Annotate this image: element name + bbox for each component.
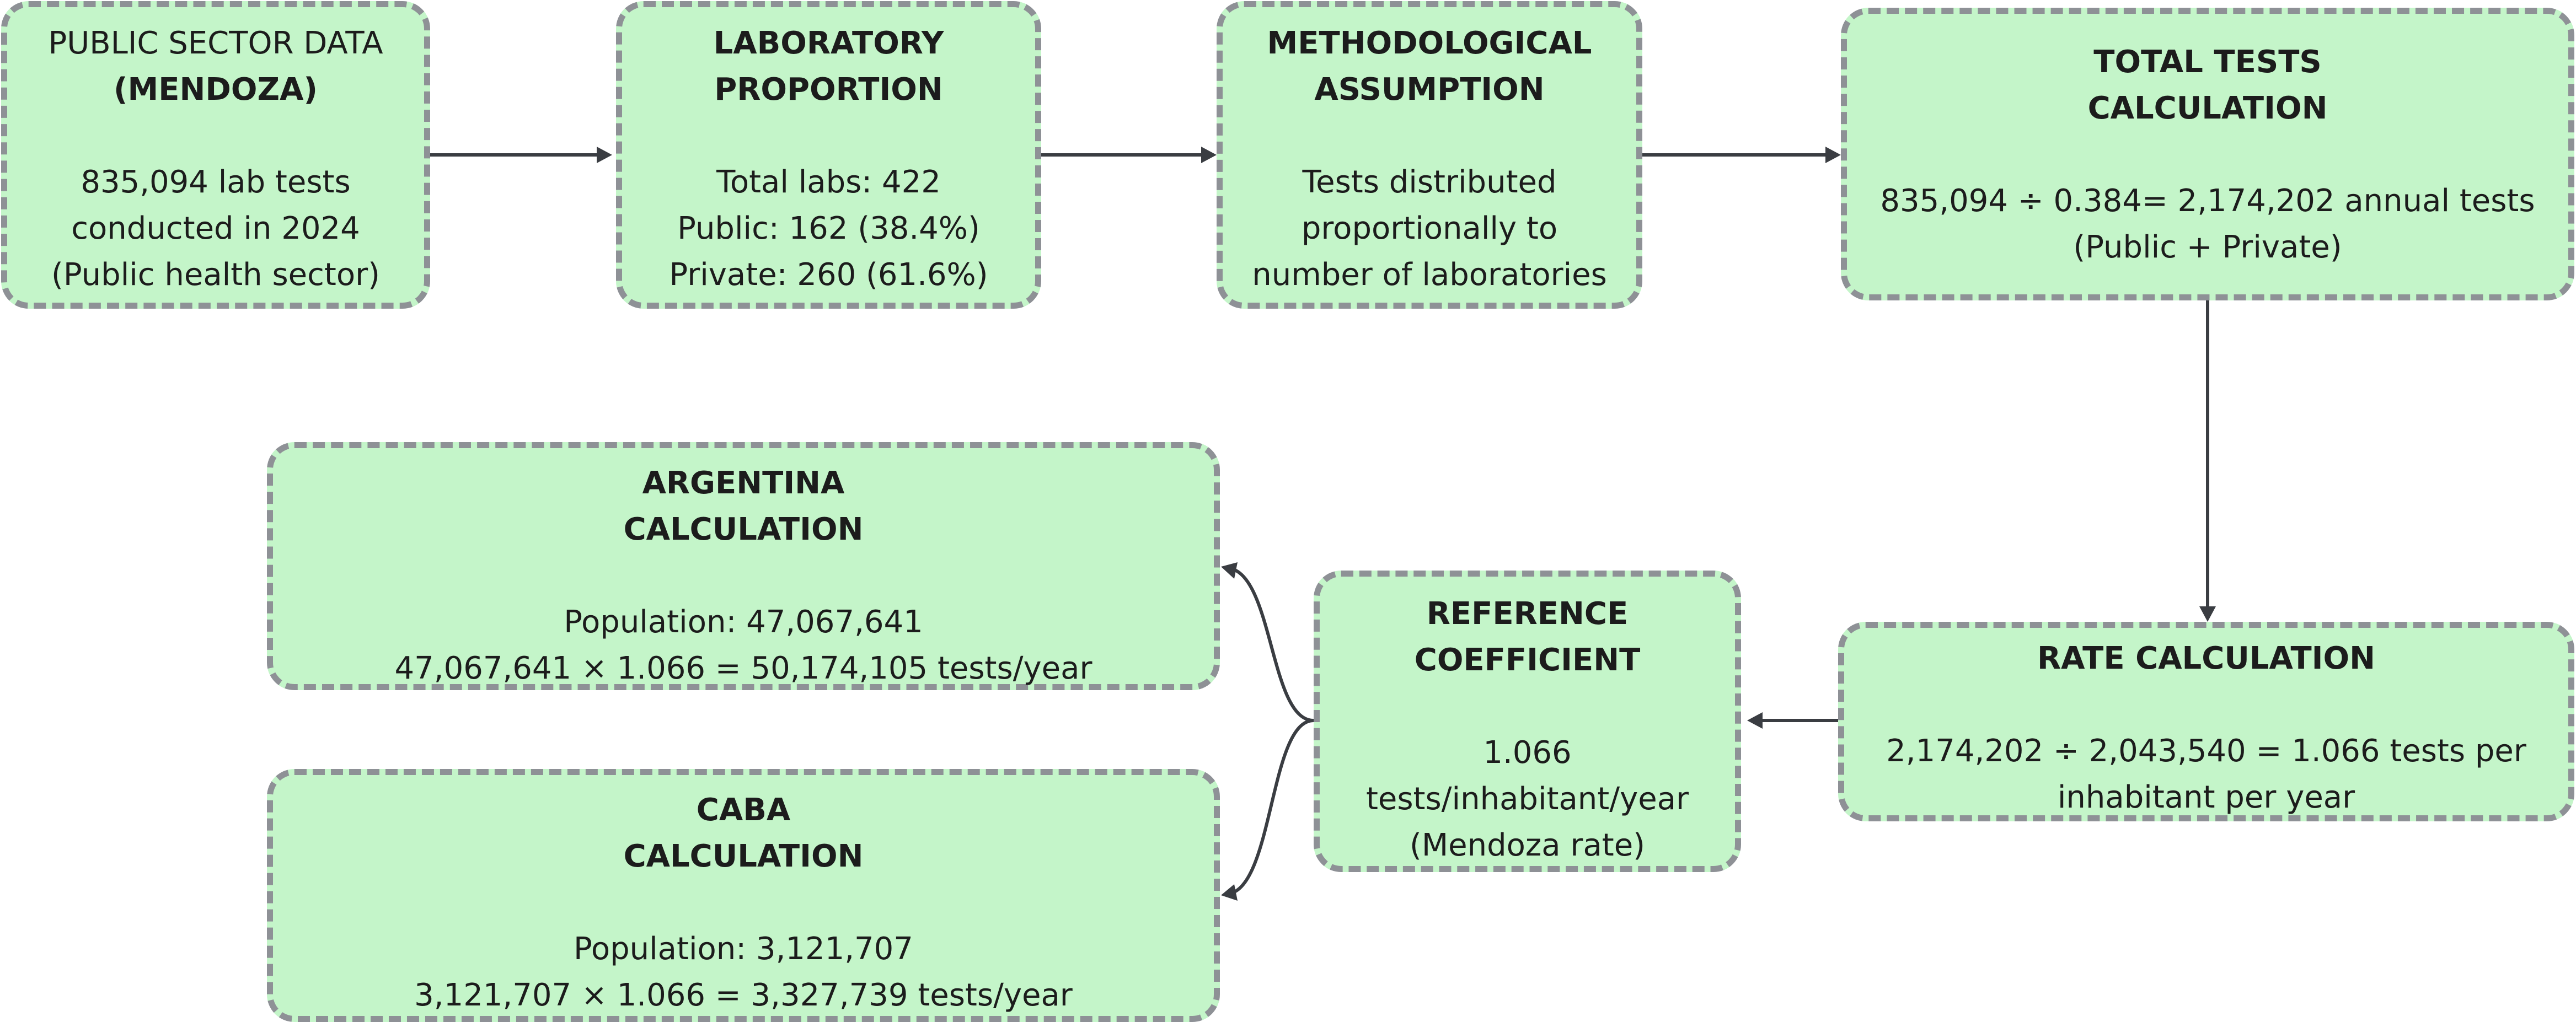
arrow-reference-to-caba bbox=[1225, 719, 1314, 896]
node-title-line: PUBLIC SECTOR DATA bbox=[48, 25, 383, 61]
node-body-line: tests/inhabitant/year bbox=[1365, 781, 1689, 817]
node-title-line: CABA bbox=[696, 792, 791, 828]
arrow-reference-to-argentina bbox=[1225, 566, 1314, 722]
node-title-line: REFERENCE bbox=[1426, 596, 1629, 632]
node-body-line: (Public + Private) bbox=[2073, 229, 2342, 265]
node-body-line: conducted in 2024 bbox=[71, 211, 360, 246]
node-title-line: METHODOLOGICAL bbox=[1267, 25, 1592, 61]
node-title-line: LABORATORY bbox=[713, 25, 944, 61]
node-laboratory-proportion: LABORATORY PROPORTION Total labs: 422 Pu… bbox=[616, 1, 1041, 309]
node-body-line: 835,094 ÷ 0.384= 2,174,202 annual tests bbox=[1880, 183, 2535, 219]
node-title-line: ASSUMPTION bbox=[1314, 72, 1545, 107]
node-body-line: (Public health sector) bbox=[51, 257, 380, 293]
arrowhead-reference-to-argentina bbox=[1221, 562, 1238, 579]
arrowhead-rate-to-reference bbox=[1747, 712, 1763, 729]
node-body-line: 835,094 lab tests bbox=[81, 164, 351, 200]
node-body-line: 2,174,202 ÷ 2,043,540 = 1.066 tests per bbox=[1886, 733, 2526, 769]
node-title-line: CALCULATION bbox=[2087, 90, 2328, 126]
node-body-line: Private: 260 (61.6%) bbox=[669, 257, 988, 293]
node-title-line: CALCULATION bbox=[623, 512, 864, 547]
node-body-line: 1.066 bbox=[1483, 735, 1572, 771]
node-body-line: Tests distributed bbox=[1302, 164, 1557, 200]
arrowhead-method-to-total bbox=[1825, 147, 1841, 163]
arrowhead-public-to-lab bbox=[597, 147, 612, 163]
node-methodological-assumption: METHODOLOGICAL ASSUMPTION Tests distribu… bbox=[1217, 1, 1642, 309]
node-title-line: COEFFICIENT bbox=[1414, 642, 1641, 678]
node-caba-calculation: CABA CALCULATION Population: 3,121,707 3… bbox=[267, 769, 1220, 1022]
node-body-line: Population: 47,067,641 bbox=[564, 604, 923, 640]
node-body-line: inhabitant per year bbox=[2057, 779, 2355, 815]
node-body-line: (Mendoza rate) bbox=[1409, 827, 1646, 863]
node-title-line: ARGENTINA bbox=[642, 465, 845, 501]
node-total-tests-calculation: TOTAL TESTS CALCULATION 835,094 ÷ 0.384=… bbox=[1841, 8, 2574, 300]
node-body-line: Public: 162 (38.4%) bbox=[677, 211, 980, 246]
node-body-line: Population: 3,121,707 bbox=[574, 931, 913, 967]
node-body-line: 47,067,641 × 1.066 = 50,174,105 tests/ye… bbox=[394, 650, 1092, 686]
node-title-line: CALCULATION bbox=[623, 838, 864, 874]
node-title-line: PROPORTION bbox=[714, 72, 943, 107]
node-title-line: TOTAL TESTS bbox=[2093, 44, 2322, 80]
node-rate-calculation: RATE CALCULATION 2,174,202 ÷ 2,043,540 =… bbox=[1838, 622, 2574, 821]
node-body-line: number of laboratories bbox=[1252, 257, 1607, 293]
node-body-line: Total labs: 422 bbox=[716, 164, 941, 200]
node-argentina-calculation: ARGENTINA CALCULATION Population: 47,067… bbox=[267, 442, 1220, 690]
node-title-line: RATE CALCULATION bbox=[2037, 641, 2375, 676]
arrowhead-reference-to-caba bbox=[1221, 884, 1238, 901]
node-title-line: (MENDOZA) bbox=[113, 72, 318, 107]
arrowhead-lab-to-method bbox=[1201, 147, 1217, 163]
arrowhead-total-to-rate bbox=[2199, 606, 2216, 622]
node-public-sector-data: PUBLIC SECTOR DATA (MENDOZA) 835,094 lab… bbox=[1, 1, 430, 309]
node-body-line: 3,121,707 × 1.066 = 3,327,739 tests/year bbox=[414, 977, 1073, 1013]
node-body-line: proportionally to bbox=[1301, 211, 1558, 246]
node-reference-coefficient: REFERENCE COEFFICIENT 1.066 tests/inhabi… bbox=[1314, 571, 1741, 872]
